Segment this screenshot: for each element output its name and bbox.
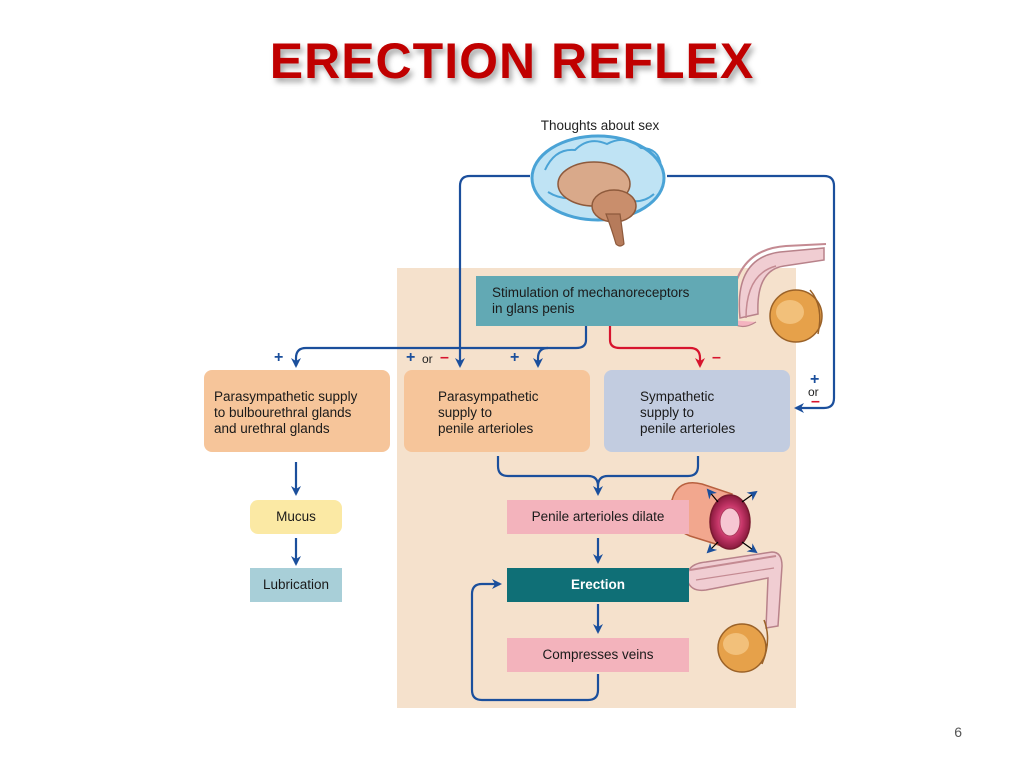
- plus-sign-para: +: [406, 349, 416, 366]
- compress-box: Compresses veins: [507, 638, 689, 672]
- or-label-brain-symp: or: [808, 385, 819, 399]
- slide-title: ERECTION REFLEX: [269, 33, 755, 89]
- plus-sign-bulbo: +: [274, 349, 284, 366]
- thoughts-label: Thoughts about sex: [540, 118, 660, 133]
- penis-illustration-bottom: [686, 551, 783, 673]
- para-bulbourethral-box: Parasympathetic supply to bulbourethral …: [204, 370, 390, 452]
- erection-box: Erection: [507, 568, 689, 602]
- minus-sign-para: –: [440, 349, 449, 366]
- para-penile-box: Parasympathetic supply to penile arterio…: [404, 370, 590, 452]
- stimulation-box: Stimulation of mechanoreceptors in glans…: [476, 276, 738, 326]
- plus-sign-brain-symp: +: [810, 371, 820, 388]
- slide-number: 6: [954, 724, 962, 740]
- brain-icon: [530, 134, 666, 247]
- reflex-arrows: [291, 174, 836, 702]
- or-label-para: or: [422, 352, 433, 366]
- plus-sign-stim: +: [510, 349, 520, 366]
- inhibitory-arrow: [608, 326, 705, 368]
- minus-sign-brain-symp: –: [811, 393, 820, 410]
- minus-sign-symp: –: [712, 349, 721, 366]
- mucus-box: Mucus: [250, 500, 342, 534]
- symp-penile-box: Sympathetic supply to penile arterioles: [604, 370, 790, 452]
- lubrication-box: Lubrication: [250, 568, 342, 602]
- penis-illustration-top: [729, 243, 827, 343]
- dilate-box: Penile arterioles dilate: [507, 500, 689, 534]
